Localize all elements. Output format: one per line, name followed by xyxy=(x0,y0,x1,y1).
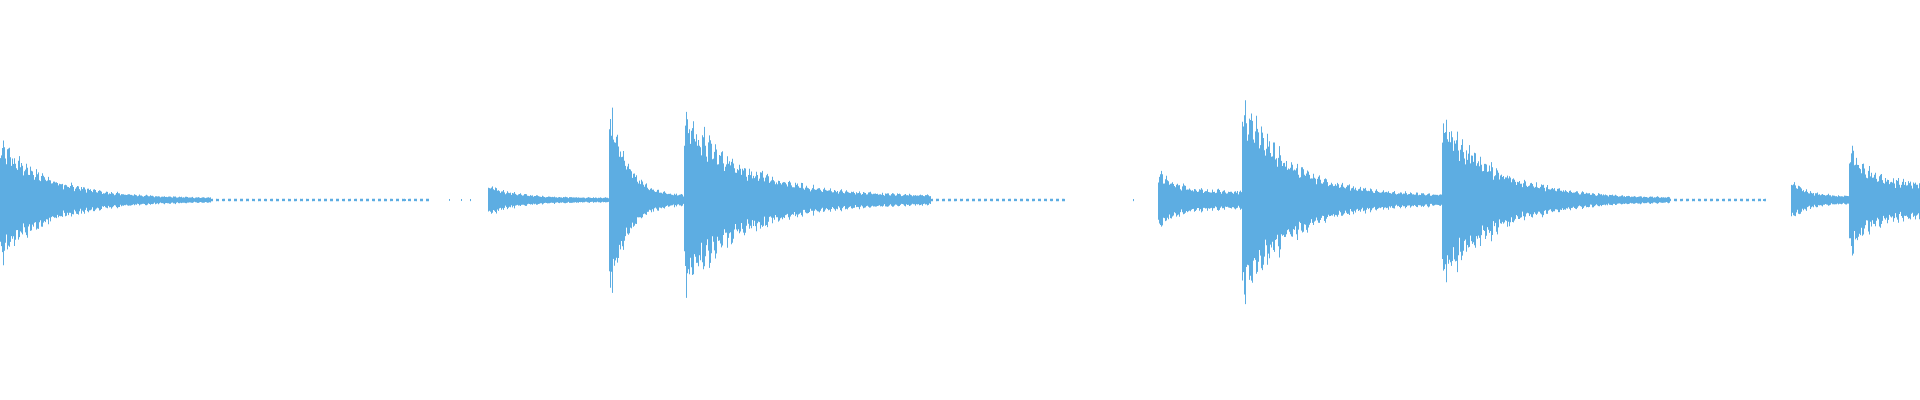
waveform-samples xyxy=(0,100,1920,305)
waveform-trace xyxy=(0,100,1920,305)
